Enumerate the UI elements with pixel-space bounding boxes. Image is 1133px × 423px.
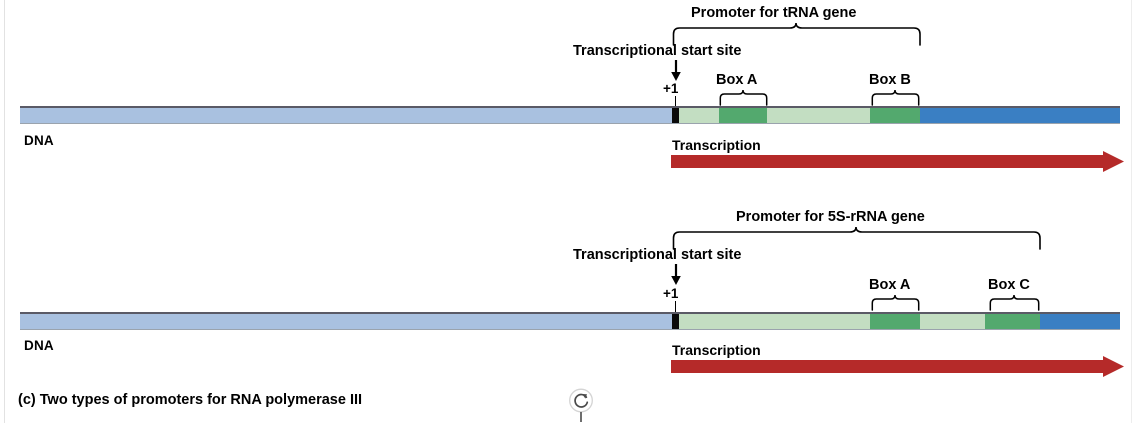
figure-caption-prefix: (c)	[18, 392, 36, 408]
start-site-arrow-trna	[669, 60, 683, 82]
box-label-5s-a: Box A	[869, 277, 911, 293]
dna-segment-start-tick	[672, 108, 679, 123]
right-border-rule	[1131, 0, 1132, 423]
promoter-label-trna: Promoter for tRNA gene	[691, 5, 857, 21]
dna-segment-spacer-2	[767, 108, 870, 123]
start-tick-connector-trna	[675, 96, 677, 108]
dna-segment-spacer-1	[679, 108, 719, 123]
figure-caption-text: Two types of promoters for RNA polymeras…	[39, 392, 363, 408]
dna-segment-spacer-1	[679, 314, 870, 329]
dna-segment-start-tick	[672, 314, 679, 329]
dna-segment-downstream	[1040, 314, 1120, 329]
dna-label-trna: DNA	[24, 133, 54, 148]
box-label-trna-b: Box B	[869, 72, 911, 88]
transcription-label-trna: Transcription	[672, 137, 761, 153]
figure-caption: (c) Two types of promoters for RNA polym…	[18, 393, 362, 408]
dna-segment-upstream	[20, 314, 672, 329]
refresh-icon[interactable]	[568, 388, 594, 423]
dna-bar-trna	[20, 106, 1120, 124]
dna-segment-box-c	[985, 314, 1040, 329]
box-label-trna-a: Box A	[716, 72, 758, 88]
dna-segment-box-b	[870, 108, 920, 123]
start-position-label-5s: +1	[663, 286, 679, 301]
box-label-5s-c: Box C	[988, 277, 1030, 293]
box-bracket-trna-a	[719, 89, 769, 106]
dna-bar-5s	[20, 312, 1120, 330]
box-bracket-trna-b	[871, 89, 921, 106]
dna-segment-box-a	[719, 108, 767, 123]
start-position-label-trna: +1	[663, 81, 679, 96]
transcription-arrow-5s	[671, 356, 1125, 378]
box-bracket-5s-a	[871, 294, 921, 311]
transcriptional-start-site-label-5s: Transcriptional start site	[573, 247, 742, 263]
transcriptional-start-site-label-trna: Transcriptional start site	[573, 43, 742, 59]
dna-label-5s: DNA	[24, 338, 54, 353]
start-site-arrow-5s	[669, 264, 683, 286]
box-bracket-5s-c	[989, 294, 1041, 311]
dna-segment-downstream	[920, 108, 1120, 123]
promoter-bracket-5s	[672, 226, 1042, 250]
promoter-bracket-trna	[672, 22, 922, 46]
promoter-label-5s: Promoter for 5S-rRNA gene	[736, 209, 925, 225]
start-tick-connector-5s	[675, 301, 677, 315]
dna-segment-upstream	[20, 108, 672, 123]
dna-segment-spacer-2	[920, 314, 985, 329]
left-border-rule	[4, 0, 5, 423]
dna-segment-box-a	[870, 314, 920, 329]
transcription-label-5s: Transcription	[672, 342, 761, 358]
transcription-arrow-trna	[671, 151, 1125, 173]
